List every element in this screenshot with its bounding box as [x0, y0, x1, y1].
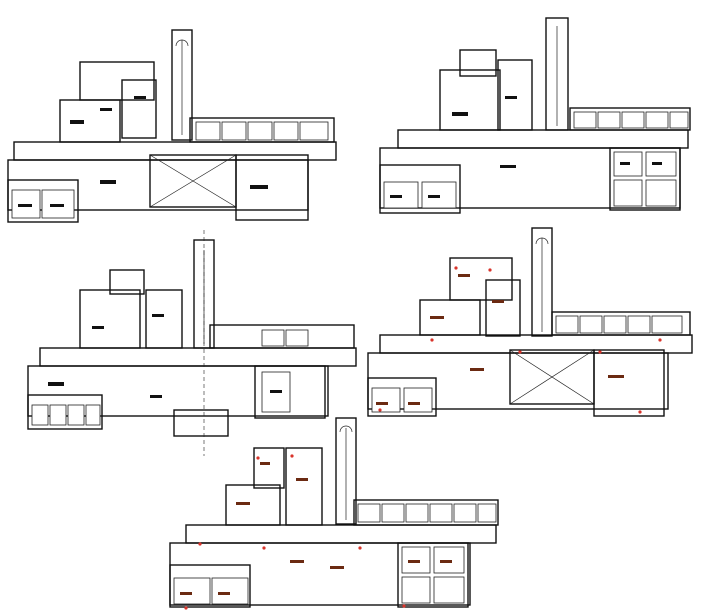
plan-1-corridor — [13, 141, 337, 161]
floor-plan-5 — [169, 417, 499, 610]
plan-1-atrium — [149, 154, 237, 208]
plan-4-tower — [531, 227, 553, 337]
plan-5-corridor — [185, 524, 497, 544]
plan-1-tower — [171, 29, 193, 141]
plan-2-tower — [545, 17, 569, 131]
plan-5-tower — [335, 417, 357, 525]
floor-plan-3 — [27, 230, 357, 456]
plan-2-corridor — [397, 129, 689, 149]
plan-3-entrance — [173, 409, 229, 437]
floor-plan-1 — [7, 29, 337, 223]
floor-plan-4 — [367, 227, 693, 417]
plan-1-upper-left — [59, 99, 121, 143]
floor-plan-2 — [379, 17, 691, 214]
plan-3-lower-block — [27, 365, 329, 417]
plan-3-corridor — [39, 347, 357, 367]
plan-1-left-wing — [7, 179, 79, 223]
plan-2-upper-left — [439, 69, 501, 131]
